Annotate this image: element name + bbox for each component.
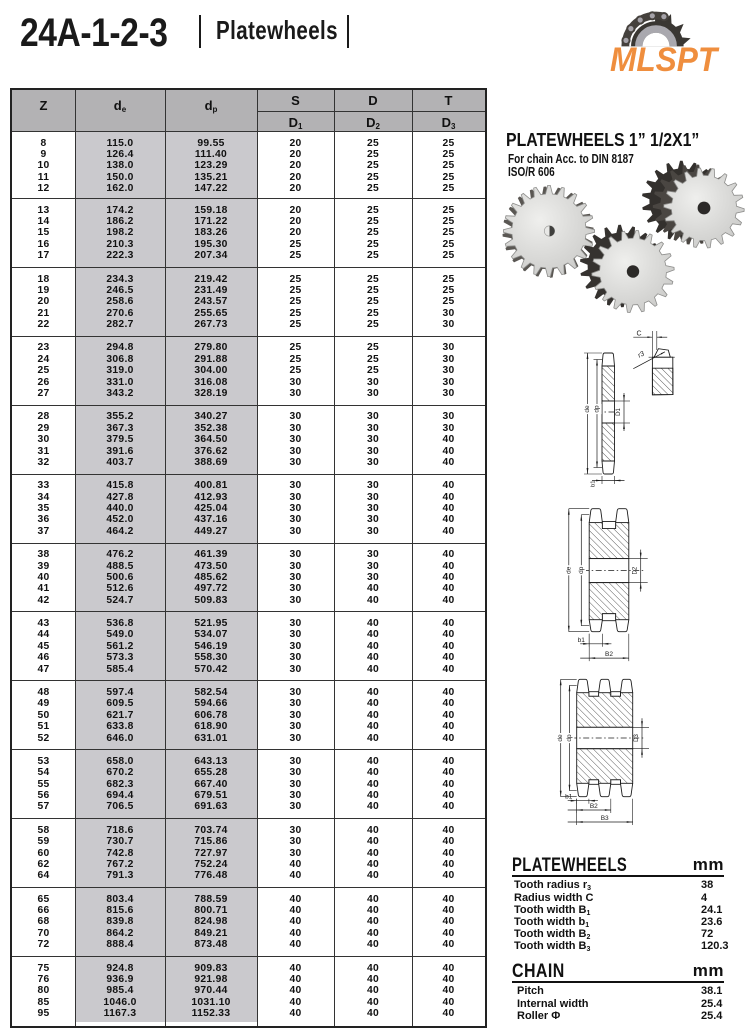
svg-text:D3: D3 [634,734,640,742]
svg-text:dp: dp [566,734,573,742]
svg-text:b1: b1 [565,794,573,801]
svg-text:de: de [557,734,564,742]
svg-text:D1: D1 [616,408,622,416]
svg-text:dp: dp [578,566,585,574]
svg-text:B2: B2 [605,651,613,658]
svg-text:C: C [637,331,642,338]
svg-text:de: de [565,566,572,574]
svg-text:b1: b1 [578,637,586,644]
svg-text:B3: B3 [601,815,609,822]
svg-text:de: de [584,405,591,413]
svg-text:r3: r3 [637,350,646,359]
svg-text:b1: b1 [591,481,597,487]
svg-text:B2: B2 [590,803,598,810]
svg-text:dp: dp [594,405,601,413]
svg-text:D2: D2 [633,566,639,574]
